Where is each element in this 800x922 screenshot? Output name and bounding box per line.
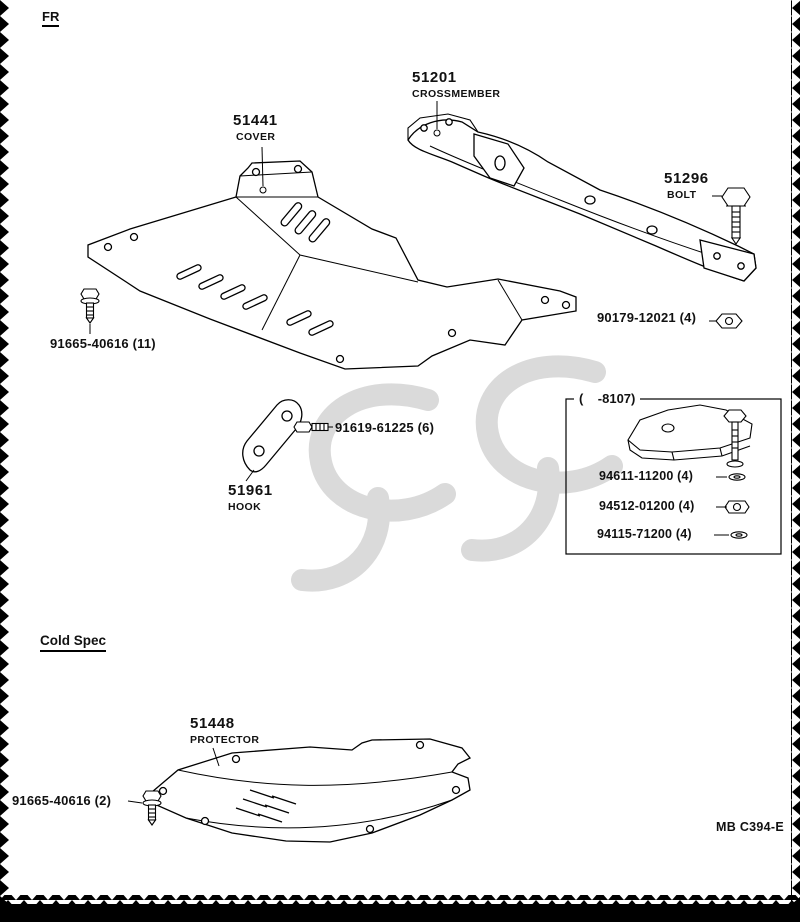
part-name-crossmember: CROSSMEMBER <box>412 88 501 100</box>
bolt-51296-drawing <box>721 187 751 245</box>
cold-spec-heading: Cold Spec <box>40 634 107 652</box>
fr-direction-label: FR <box>42 10 60 27</box>
cover-drawing <box>87 160 577 370</box>
leader-lines <box>89 101 729 804</box>
scan-bottom-bar <box>0 895 800 922</box>
callout-cover-screw: 91665-40616 (11) <box>50 336 156 351</box>
scan-edge-left <box>0 0 9 904</box>
document-code: MB C394-E <box>716 820 784 834</box>
washer-icon <box>728 473 746 481</box>
inset-box-header: ( -8107) <box>574 392 641 405</box>
watermark-logo <box>291 355 623 592</box>
washer-icon-2 <box>730 531 748 539</box>
inset-item-bolt: 94611-11200 (4) <box>599 469 694 483</box>
inset-box <box>565 398 782 555</box>
hook-bolt-drawing <box>293 421 329 433</box>
scan-edge-right <box>791 0 800 904</box>
part-name-hook: HOOK <box>228 501 262 513</box>
inset-item-washer: 94115-71200 (4) <box>597 527 692 541</box>
protector-drawing <box>151 738 472 843</box>
part-number-bolt: 51296 <box>664 170 709 187</box>
part-number-crossmember: 51201 <box>412 69 457 86</box>
insulator-drawing <box>627 404 753 468</box>
part-name-protector: PROTECTOR <box>190 734 260 746</box>
cover-screw-drawing <box>80 288 100 324</box>
hook-drawing <box>242 399 303 473</box>
crossmember-nut-drawing <box>715 313 743 329</box>
fr-text: FR <box>42 10 60 27</box>
callout-protector-screw: 91665-40616 (2) <box>12 793 112 808</box>
part-name-cover: COVER <box>236 131 276 143</box>
cold-spec-text: Cold Spec <box>40 634 107 652</box>
inset-item-nut: 94512-01200 (4) <box>599 499 695 513</box>
callout-crossmember-nut: 90179-12021 (4) <box>597 310 697 325</box>
crossmember-drawing <box>407 113 757 282</box>
part-name-bolt: BOLT <box>667 189 697 201</box>
part-number-cover: 51441 <box>233 112 278 129</box>
nut-icon <box>724 500 750 514</box>
callout-hook-bolt: 91619-61225 (6) <box>335 420 435 435</box>
part-number-protector: 51448 <box>190 715 235 732</box>
protector-screw-drawing <box>142 790 162 826</box>
part-number-hook: 51961 <box>228 482 273 499</box>
